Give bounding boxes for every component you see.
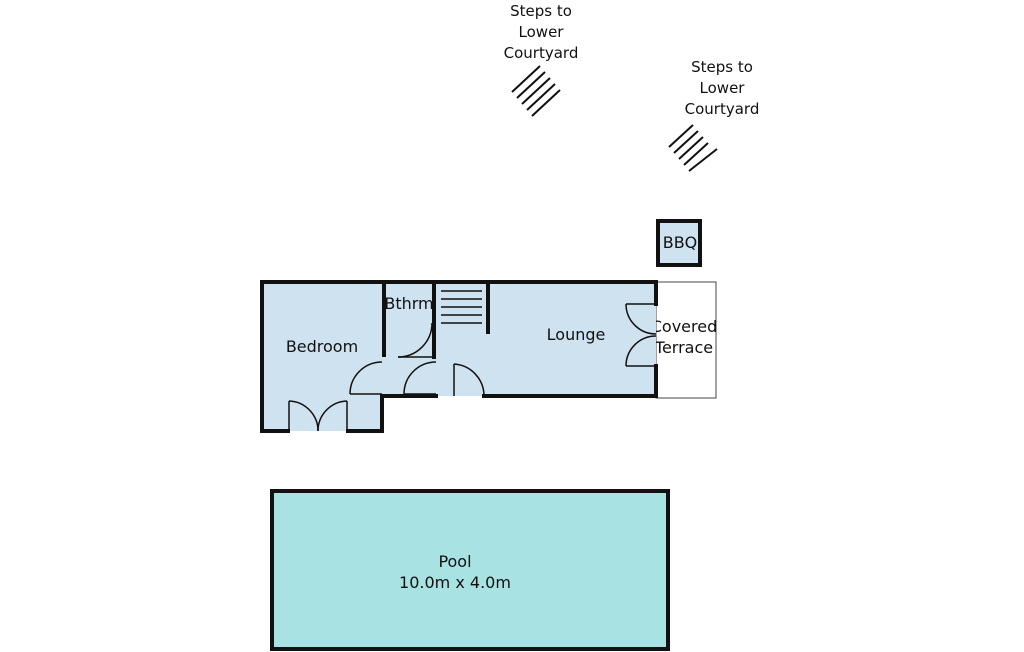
terrace-label-line-1: Covered	[651, 317, 718, 336]
hall-fill	[434, 282, 488, 396]
steps-1-label-line-1: Steps to	[510, 2, 572, 20]
lounge-label: Lounge	[547, 325, 606, 344]
bbq-label: BBQ	[663, 233, 698, 252]
covered-terrace: Covered Terrace	[651, 281, 718, 399]
bathroom-door-icon	[397, 322, 433, 358]
terrace-double-door-icon	[625, 303, 657, 367]
steps-2-label-line-3: Courtyard	[685, 100, 760, 118]
bedroom-fill	[262, 282, 384, 431]
bbq: BBQ	[656, 219, 702, 267]
steps-2-label-line-2: Lower	[700, 79, 746, 97]
steps-1-label-line-2: Lower	[519, 23, 565, 41]
pool-size-label: 10.0m x 4.0m	[399, 573, 511, 592]
bedroom-label: Bedroom	[286, 337, 358, 356]
pool-label: Pool	[438, 552, 471, 571]
lounge-fill	[488, 282, 656, 396]
bedroom-door-icon	[349, 361, 383, 395]
bathroom-label: Bthrm	[384, 294, 433, 313]
steps-1-treads-icon	[511, 65, 561, 117]
steps-1-label-line-3: Courtyard	[504, 44, 579, 62]
doors	[288, 303, 657, 432]
room-fills	[262, 282, 656, 431]
steps-to-lower-courtyard-1: Steps to Lower Courtyard	[504, 2, 579, 117]
entry-door-icon	[453, 363, 485, 397]
bedroom-double-door-icon	[288, 400, 348, 432]
pool: Pool 10.0m x 4.0m	[270, 489, 670, 651]
steps-2-label-line-1: Steps to	[691, 58, 753, 76]
steps-to-lower-courtyard-2: Steps to Lower Courtyard	[668, 58, 760, 172]
stairs-icon	[441, 290, 482, 324]
steps-2-treads-icon	[668, 124, 718, 172]
terrace-label-line-2: Terrace	[654, 338, 713, 357]
walls	[260, 280, 658, 433]
hall-door-icon	[403, 361, 437, 395]
